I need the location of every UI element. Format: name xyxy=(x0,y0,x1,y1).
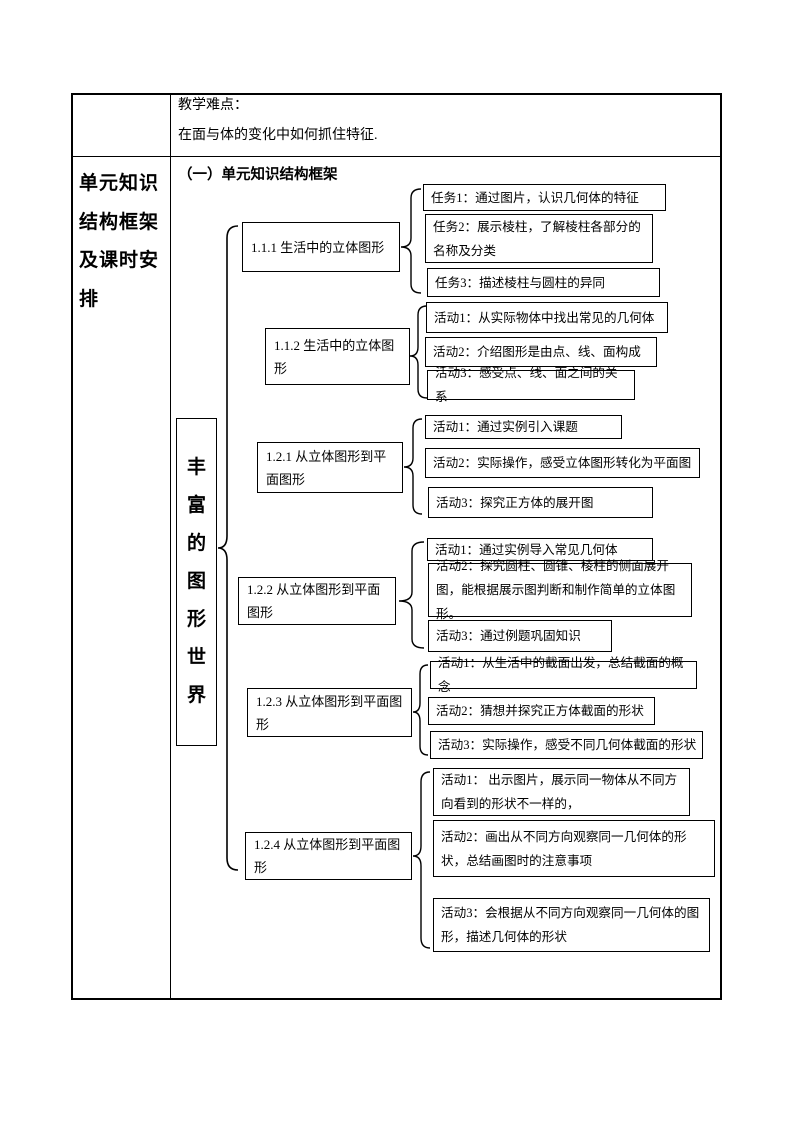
row-header-line: 单元知识 xyxy=(79,173,160,194)
node-1-1-1: 1.1.1 生活中的立体图形 xyxy=(242,222,400,272)
task-box: 任务1：通过图片，认识几何体的特征 xyxy=(423,184,666,211)
table-row-divider xyxy=(71,156,722,157)
activity-box: 活动1：通过实例引入课题 xyxy=(425,415,622,439)
row-header-line: 结构框架 xyxy=(79,211,160,233)
activity-box: 活动3：探究正方体的展开图 xyxy=(428,487,653,518)
activity-box: 活动2：画出从不同方向观察同一几何体的形状，总结画图时的注意事项 xyxy=(433,820,715,877)
root-node-box: 丰富的图形世界 xyxy=(176,418,217,746)
activity-box: 活动3：感受点、线、面之间的关系 xyxy=(427,366,635,404)
root-node-label: 丰富的图形世界 xyxy=(186,457,206,706)
activity-box: 活动2：介绍图形是由点、线、面构成 xyxy=(425,337,657,367)
node-1-1-2: 1.1.2 生活中的立体图形 xyxy=(265,328,410,385)
row-header-line: 及课时安 xyxy=(79,250,160,271)
task-box: 任务3：描述棱柱与圆柱的异同 xyxy=(427,268,660,297)
activity-box: 活动3：会根据从不同方向观察同一几何体的图形，描述几何体的形状 xyxy=(433,898,710,952)
activity-box: 活动2：探究圆柱、圆锥、棱柱的侧面展开图，能根据展示图判断和制作简单的立体图形。 xyxy=(428,559,692,621)
difficulty-text: 在面与体的变化中如何抓住特征. xyxy=(178,128,378,143)
node-1-2-3: 1.2.3 从立体图形到平面图形 xyxy=(247,688,412,737)
section-title: （一）单元知识结构框架 xyxy=(178,167,338,183)
activity-box: 活动1：通过实例导入常见几何体 xyxy=(427,538,653,561)
activity-box: 活动1： 出示图片，展示同一物体从不同方向看到的形状不一样的， xyxy=(433,768,690,816)
row-header-unit-structure: 单元知识 结构框架 及课时安 排 xyxy=(79,165,165,319)
activity-box: 活动1：从实际物体中找出常见的几何体 xyxy=(426,302,668,333)
row-header-line: 排 xyxy=(79,288,100,310)
activity-box: 活动3：实际操作，感受不同几何体截面的形状 xyxy=(430,731,703,759)
node-1-2-4: 1.2.4 从立体图形到平面图形 xyxy=(245,832,412,880)
activity-box: 活动1：从生活中的截面出发，总结截面的概念 xyxy=(430,656,697,694)
activity-box: 活动2：实际操作，感受立体图形转化为平面图 xyxy=(425,448,700,478)
table-column-divider xyxy=(170,93,171,1000)
activity-box: 活动2：猜想并探究正方体截面的形状 xyxy=(428,697,655,725)
difficulty-label: 教学难点： xyxy=(178,98,248,113)
task-box: 任务2：展示棱柱，了解棱柱各部分的名称及分类 xyxy=(425,214,653,263)
lesson-plan-table-border xyxy=(71,93,722,1000)
activity-box: 活动3：通过例题巩固知识 xyxy=(428,620,612,652)
node-1-2-2: 1.2.2 从立体图形到平面图形 xyxy=(238,577,396,625)
node-1-2-1: 1.2.1 从立体图形到平面图形 xyxy=(257,442,403,493)
